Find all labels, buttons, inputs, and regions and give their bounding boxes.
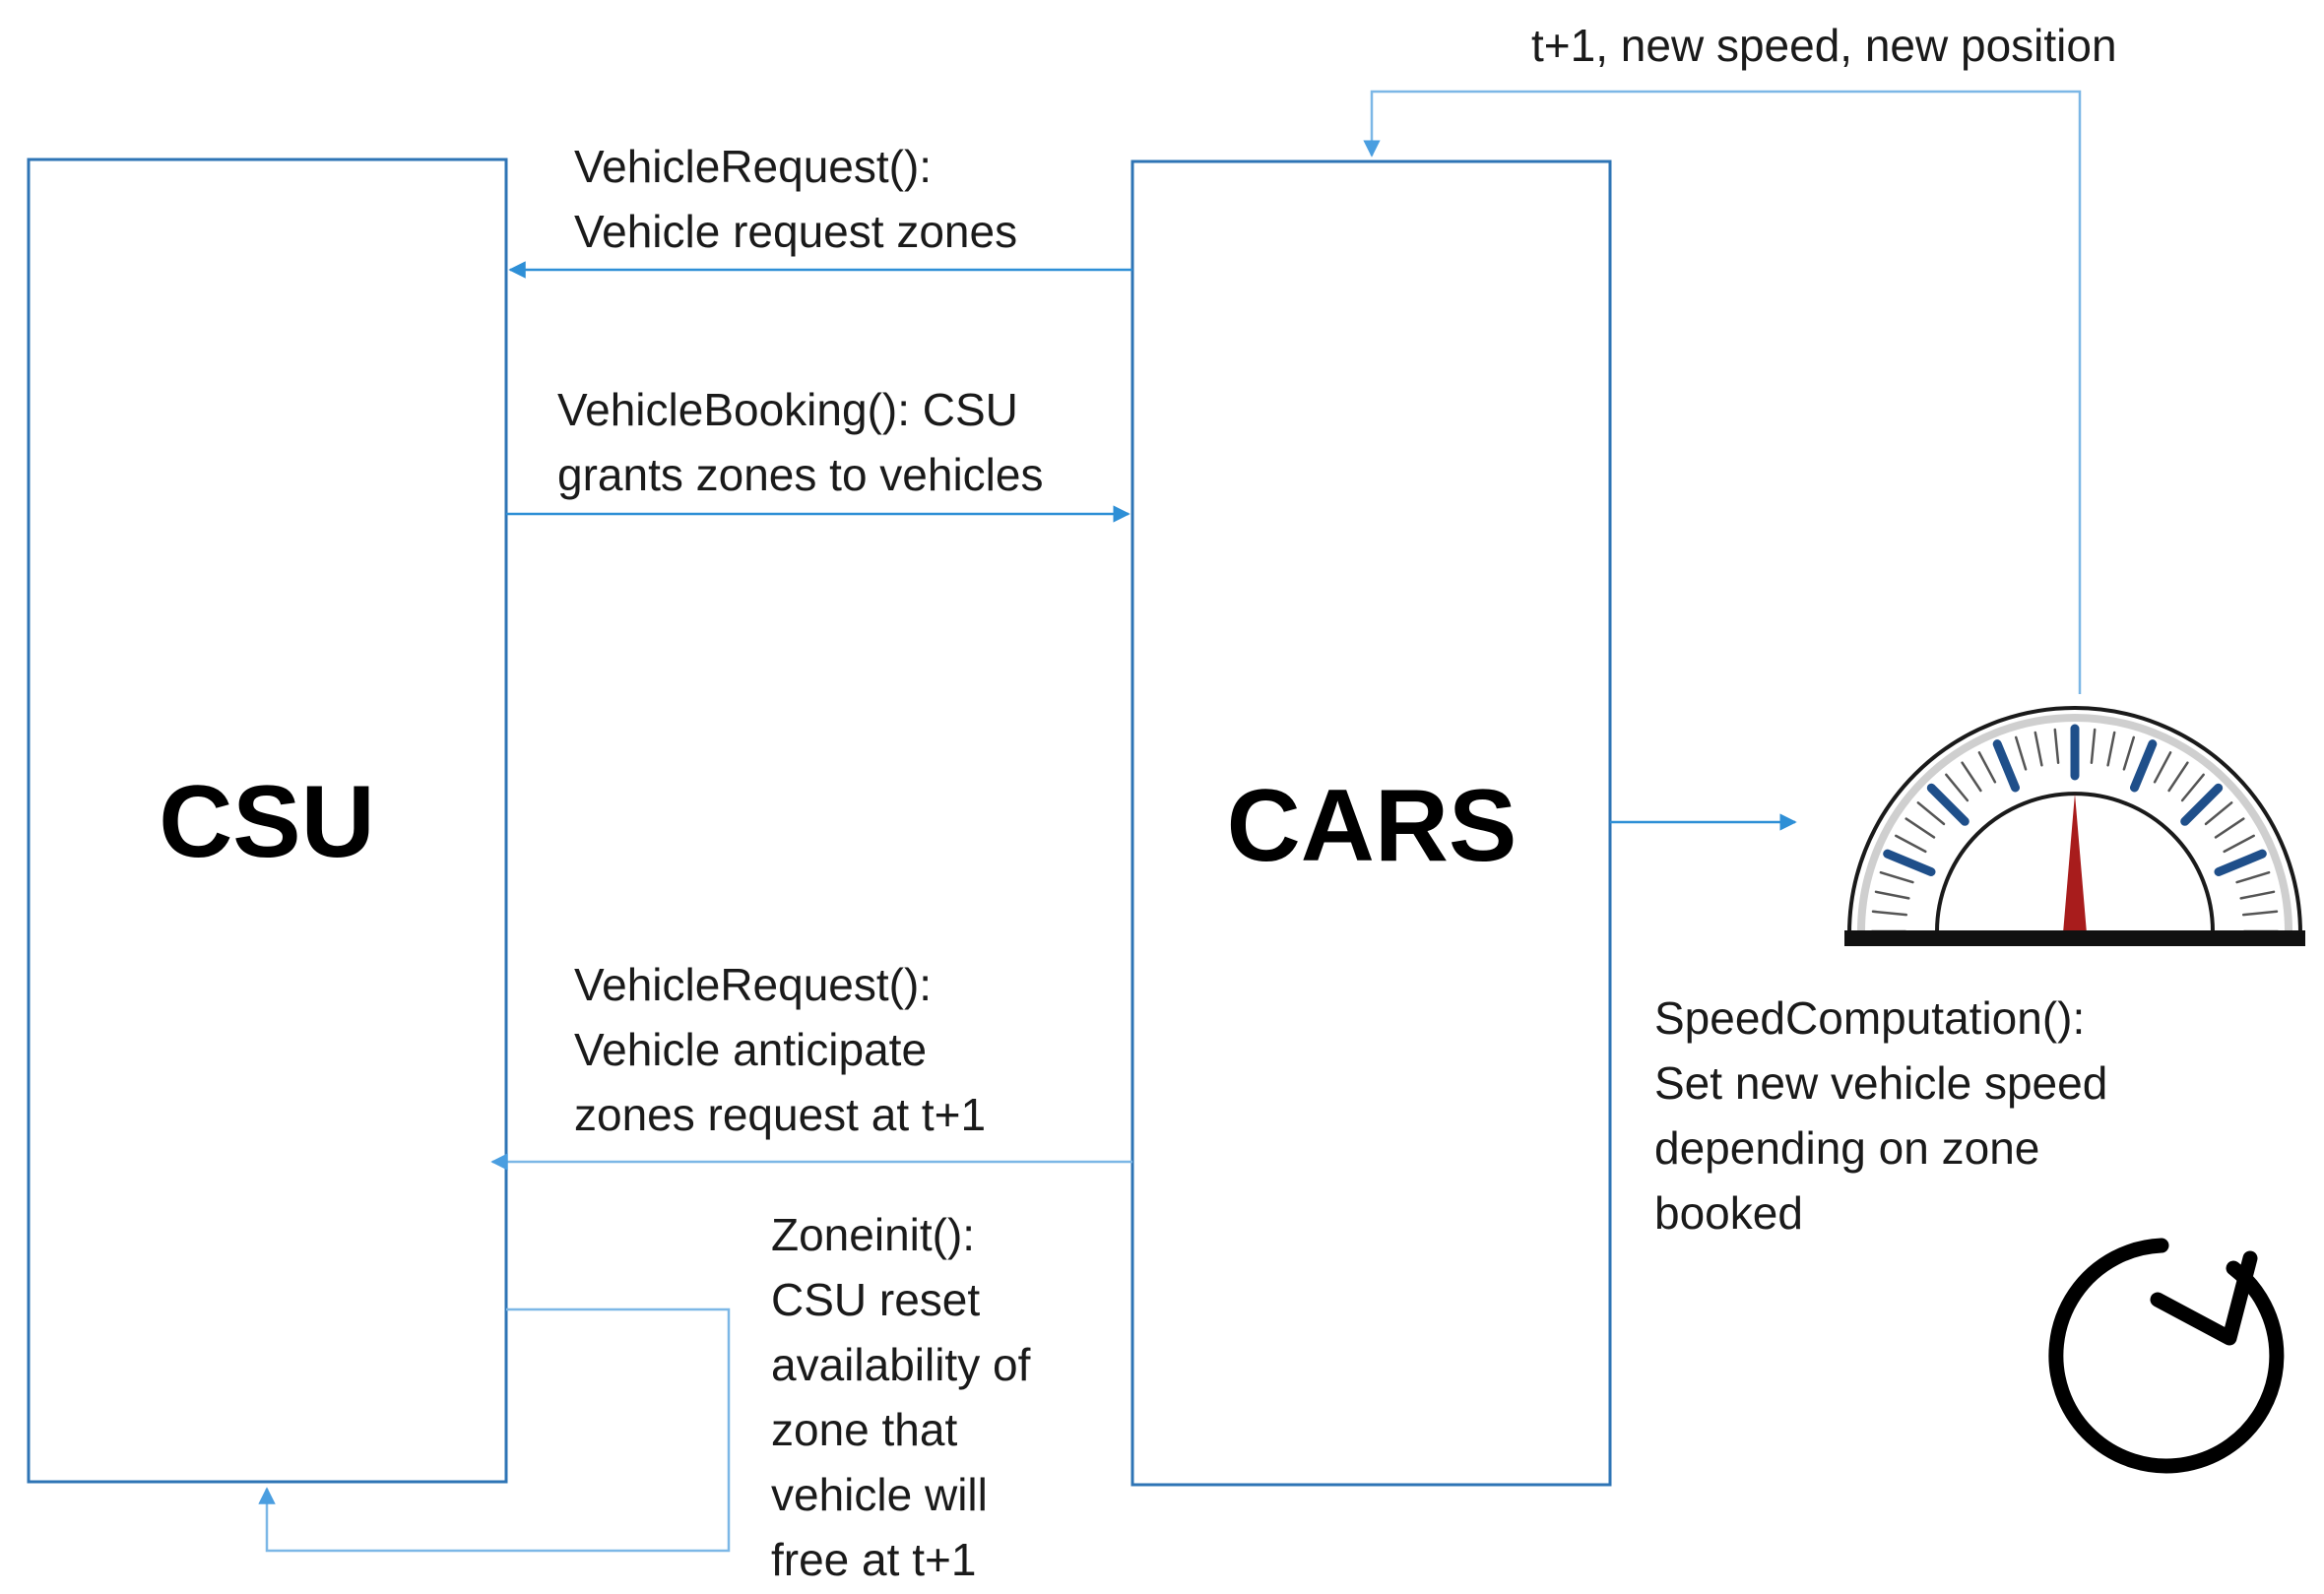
gauge-minor-tick (1879, 870, 1914, 884)
gauge-minor-tick (2034, 731, 2043, 767)
gauge-major-tick (1992, 739, 2020, 793)
label-line: VehicleRequest(): (574, 959, 932, 1010)
gauge-minor-tick (1916, 801, 1946, 826)
label-line: CSU reset (771, 1274, 980, 1325)
gauge-minor-tick (2167, 761, 2189, 793)
csu-block (27, 158, 508, 1484)
gauge-minor-tick (2180, 773, 2205, 802)
refresh-icon (2048, 1238, 2285, 1474)
gauge-minor-tick (2204, 801, 2233, 826)
label-line: grants zones to vehicles (557, 449, 1044, 500)
zone-init-loop-arrow (258, 1307, 731, 1553)
label-line: vehicle will (771, 1469, 988, 1520)
gauge-minor-tick (2223, 834, 2255, 854)
gauge-minor-tick (2090, 728, 2097, 765)
gauge-minor-tick (1945, 773, 1969, 802)
gauge-minor-tick (1871, 910, 1908, 917)
gauge-minor-tick (2239, 890, 2276, 900)
vehicle-booking-label: VehicleBooking(): CSU grants zones to ve… (557, 384, 1044, 500)
label-line: free at t+1 (771, 1534, 976, 1585)
label-line: Vehicle anticipate (574, 1024, 927, 1075)
label-line: VehicleRequest(): (574, 141, 932, 192)
csu-label: CSU (159, 765, 375, 879)
vehicle-request-top-label: VehicleRequest(): Vehicle request zones (574, 141, 1017, 257)
label-line: Set new vehicle speed (1654, 1057, 2107, 1109)
zone-init-label: Zoneinit(): CSU reset availability of zo… (771, 1209, 1043, 1585)
gauge-minor-tick (1874, 890, 1910, 900)
gauge-major-tick (2180, 783, 2224, 826)
loop-back-label: t+1, new speed, new position (1531, 20, 2117, 71)
feedback-loop-arrow (1363, 90, 2082, 694)
gauge-major-tick (1883, 849, 1936, 876)
label-line: Vehicle request zones (574, 206, 1017, 257)
gauge-minor-tick (1895, 834, 1927, 854)
label-line: Zoneinit(): (771, 1209, 975, 1260)
gauge-minor-tick (1904, 817, 1936, 839)
label-line: zone that (771, 1404, 957, 1455)
cars-label: CARS (1227, 769, 1517, 883)
gauge-minor-tick (2014, 735, 2028, 771)
speed-computation-label: SpeedComputation(): Set new vehicle spee… (1654, 992, 2120, 1239)
gauge-minor-tick (2153, 751, 2172, 784)
label-line: availability of (771, 1339, 1031, 1390)
gauge-major-tick (1926, 783, 1969, 826)
gauge-minor-tick (2122, 735, 2136, 771)
gauge-major-tick (2130, 739, 2158, 793)
gauge-minor-tick (2214, 817, 2245, 839)
gauge-minor-tick (1961, 761, 1982, 793)
gauge-minor-tick (2106, 731, 2116, 767)
gauge-minor-tick (2241, 910, 2279, 917)
label-line: SpeedComputation(): (1654, 992, 2085, 1044)
gauge-minor-tick (1977, 751, 1997, 784)
label-line: zones request at t+1 (574, 1089, 986, 1140)
gauge-minor-tick (2235, 870, 2271, 884)
gauge-major-tick (2214, 849, 2267, 876)
label-line: booked (1654, 1187, 1803, 1239)
cars-block (1130, 159, 1612, 1487)
label-line: depending on zone (1654, 1122, 2039, 1174)
vehicle-request-bottom-label: VehicleRequest(): Vehicle anticipate zon… (574, 959, 986, 1140)
label-line: VehicleBooking(): CSU (557, 384, 1018, 435)
speedometer-icon (1844, 706, 2305, 946)
gauge-minor-tick (2053, 728, 2060, 765)
